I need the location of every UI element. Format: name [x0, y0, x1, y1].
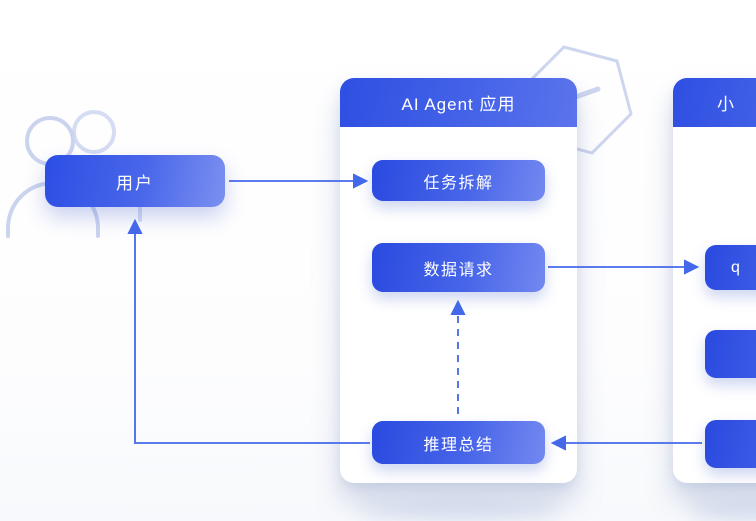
- right-node-1: q: [705, 245, 756, 290]
- agent-panel: AI Agent 应用 任务拆解 数据请求 推理总结: [340, 78, 577, 483]
- right-node-3: [705, 420, 756, 468]
- user-node: 用户: [45, 155, 225, 207]
- right-panel-title: 小: [717, 95, 735, 114]
- node-data-request: 数据请求: [372, 243, 545, 292]
- right-node-1-label: q: [731, 258, 742, 276]
- right-panel: 小 q: [673, 78, 756, 483]
- node-task-decompose: 任务拆解: [372, 160, 545, 201]
- arrow-summary-to-user: [127, 218, 370, 444]
- panel-glow: [360, 502, 560, 518]
- user-node-label: 用户: [116, 173, 154, 193]
- panel-glow: [690, 502, 756, 518]
- node-task-decompose-label: 任务拆解: [423, 174, 494, 192]
- agent-panel-title: AI Agent 应用: [401, 95, 516, 114]
- node-data-request-label: 数据请求: [423, 261, 494, 279]
- right-node-2: [705, 330, 756, 378]
- right-panel-header: 小: [673, 78, 756, 127]
- node-reasoning-summary: 推理总结: [372, 421, 545, 464]
- node-reasoning-summary-label: 推理总结: [423, 436, 494, 454]
- agent-panel-header: AI Agent 应用: [340, 78, 577, 127]
